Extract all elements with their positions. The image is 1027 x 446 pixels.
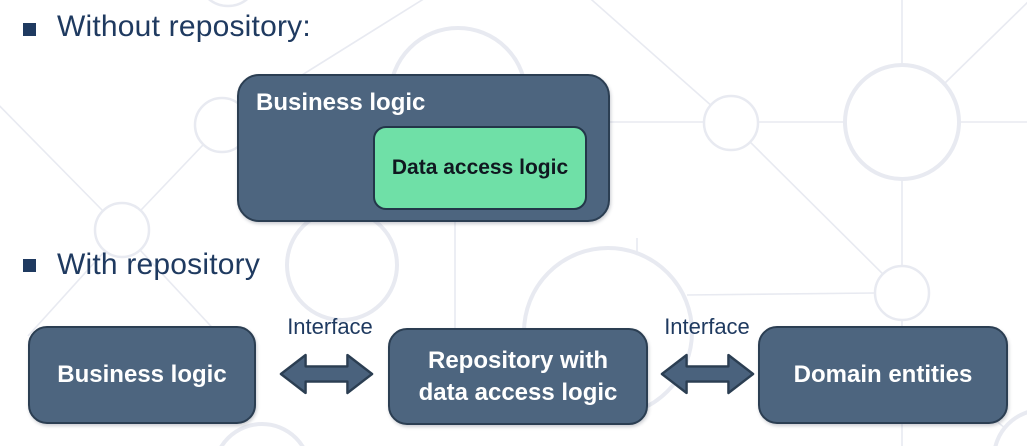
business-logic-box: Business logic bbox=[28, 326, 256, 424]
section-heading-without-repository: Without repository: bbox=[57, 10, 311, 43]
business-logic-label: Business logic bbox=[256, 89, 426, 116]
double-headed-arrow-icon bbox=[279, 353, 374, 395]
interface-label-right: Interface bbox=[664, 314, 750, 339]
section-heading-with-repository: With repository bbox=[57, 248, 261, 281]
data-access-logic-label: Data access logic bbox=[391, 156, 569, 179]
interface-label-left: Interface bbox=[287, 314, 373, 339]
domain-entities-box: Domain entities bbox=[758, 326, 1008, 424]
data-access-logic-box: Data access logic bbox=[373, 126, 587, 210]
repository-box: Repository with data access logic bbox=[388, 328, 648, 425]
business-logic-container-box: Business logic Data access logic bbox=[237, 74, 610, 222]
double-headed-arrow-icon bbox=[660, 353, 755, 395]
bullet-icon bbox=[23, 23, 36, 36]
bullet-icon bbox=[23, 259, 36, 272]
